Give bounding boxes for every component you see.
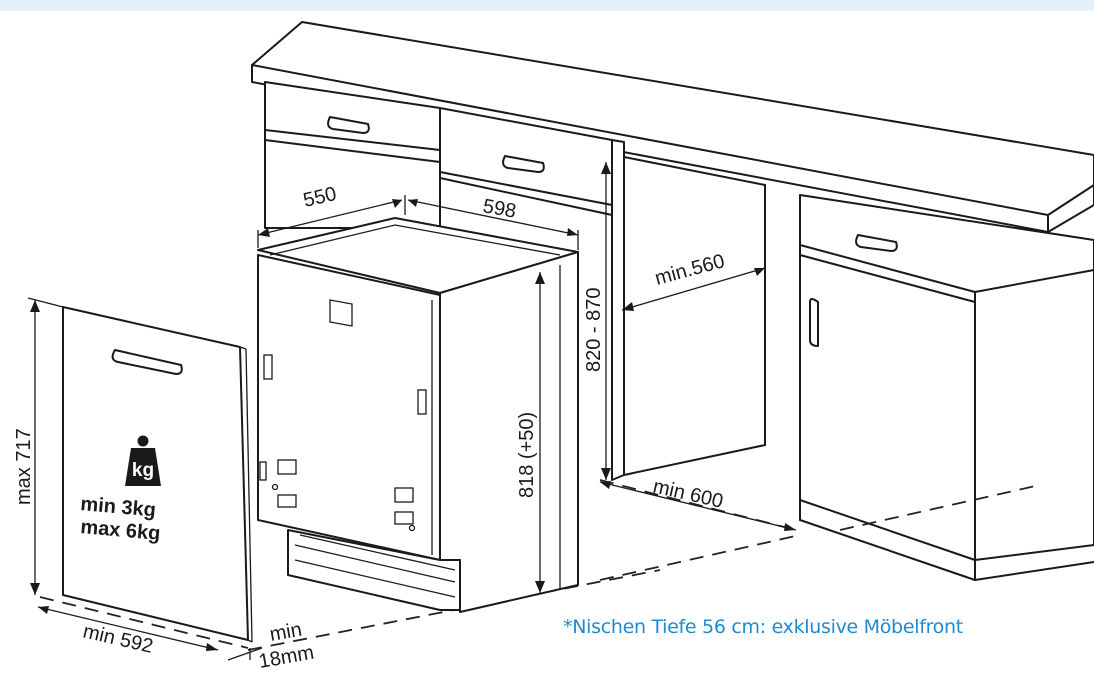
dim-appliance-height: 818 (+50) xyxy=(516,412,538,498)
dim-cabinet-width: 598 xyxy=(481,195,518,222)
furniture-door: kg min 3kg max 6kg xyxy=(62,306,253,643)
footnote: *Nischen Tiefe 56 cm: exklusive Möbelfro… xyxy=(563,616,963,638)
countertop xyxy=(251,21,1094,233)
dim-niche-width: min 600 xyxy=(651,475,725,512)
dishwasher xyxy=(257,217,579,613)
drawer-handle xyxy=(327,116,370,134)
dishwasher-base xyxy=(287,529,461,611)
dim-niche-depth: min.560 xyxy=(653,250,727,290)
drawer-handle xyxy=(502,155,545,173)
right-cabinet xyxy=(799,194,1094,561)
left-cabinet xyxy=(264,81,441,229)
door-handle xyxy=(809,298,819,347)
drawer-handle xyxy=(855,234,898,252)
floor-lines xyxy=(39,479,1041,651)
dim-door-thickness-label: min xyxy=(268,619,304,646)
door-panel-handle xyxy=(111,349,183,375)
dim-door-thickness-value: 18mm xyxy=(257,642,316,673)
weight-icon: kg xyxy=(125,435,161,486)
weight-icon-label: kg xyxy=(132,460,154,481)
dim-door-height: max 717 xyxy=(13,428,35,505)
top-band xyxy=(0,0,1094,11)
dishwasher-front xyxy=(439,251,579,613)
kitchen-cabinets xyxy=(251,21,1094,581)
dimension-lines xyxy=(27,162,797,661)
dim-countertop-height: 820 - 870 xyxy=(583,287,605,372)
